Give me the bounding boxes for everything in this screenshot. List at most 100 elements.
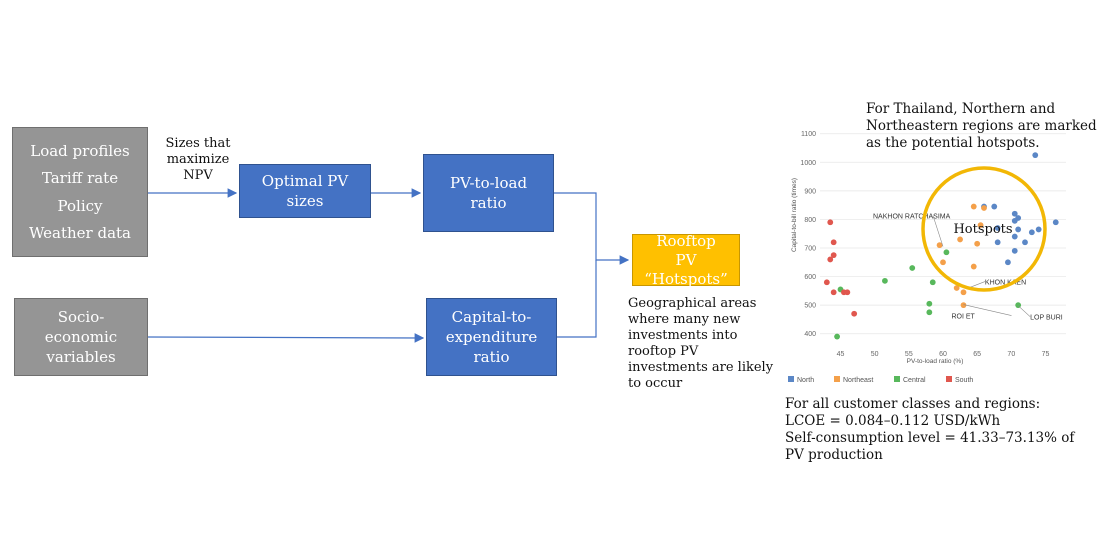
sizes-note: Sizes that maximize NPV <box>165 136 231 183</box>
y-tick-label: 400 <box>804 331 816 338</box>
annotation-leader <box>963 304 1012 316</box>
node-hotspots-label: Rooftop PV “Hotspots” <box>644 231 728 288</box>
x-tick-label: 70 <box>1007 351 1015 358</box>
data-point-north <box>1005 259 1011 266</box>
input-policy: Policy <box>57 196 103 215</box>
input-box-socio-economic: Socio-economic variables <box>14 298 148 376</box>
data-point-central <box>926 309 933 316</box>
annotation-label: ROI ET <box>952 314 976 321</box>
data-point-south <box>827 256 834 263</box>
summary-line-lcoe: LCOE = 0.084–0.112 USD/kWh <box>785 413 1001 429</box>
node-pv-to-load-ratio: PV-to-load ratio <box>423 154 554 232</box>
node-rooftop-pv-hotspots: Rooftop PV “Hotspots” <box>632 231 740 288</box>
data-point-northeast <box>977 222 984 229</box>
node-optimal-pv-sizes: Optimal PV sizes <box>239 164 371 218</box>
data-point-central <box>943 249 950 256</box>
annotation-label: NAKHON RATCHASIMA <box>873 214 951 221</box>
data-point-north <box>994 239 1001 246</box>
data-point-north <box>1011 233 1018 240</box>
y-tick-label: 500 <box>804 303 816 310</box>
chart-y-axis-label: Capital-to-bill ratio (times) <box>791 178 798 252</box>
data-point-central <box>929 279 936 286</box>
x-tick-label: 65 <box>973 351 981 358</box>
data-point-central <box>926 300 933 307</box>
data-point-south <box>830 252 837 259</box>
data-point-northeast <box>970 203 977 210</box>
data-point-south <box>827 219 834 226</box>
data-point-south <box>844 289 851 296</box>
data-point-south <box>851 310 858 317</box>
thailand-note: For Thailand, Northern and Northeastern … <box>866 101 1097 151</box>
legend-swatch <box>788 376 794 382</box>
arrow-pvload-to-hotspots <box>554 192 630 265</box>
input-weather-data: Weather data <box>28 224 132 243</box>
annotation-leader <box>1017 305 1031 317</box>
annotation-label: KHON KAEN <box>985 280 1026 287</box>
y-tick-label: 1000 <box>800 160 816 167</box>
data-point-northeast <box>974 240 981 247</box>
data-point-south <box>823 279 830 286</box>
input-box-primary: Load profiles Tariff rate Policy Weather… <box>12 127 148 257</box>
input-load-profiles: Load profiles <box>30 141 130 160</box>
node-capital-to-expenditure-label: Capital-to-expenditure ratio <box>445 308 538 366</box>
input-tariff-rate: Tariff rate <box>41 169 119 188</box>
chart-legend: North Northeast Central South <box>788 376 973 384</box>
annotation-leader <box>932 215 944 247</box>
x-tick-label: 60 <box>939 351 947 358</box>
data-point-north <box>1028 229 1035 236</box>
data-point-south <box>830 289 837 296</box>
summary-line-self-consumption: Self-consumption level = 41.33–73.13% of… <box>785 430 1075 463</box>
data-point-northeast <box>981 205 987 211</box>
legend-swatch <box>894 376 900 382</box>
data-point-northeast <box>936 242 943 249</box>
x-tick-label: 75 <box>1042 351 1050 358</box>
input-socio-economic: Socio-economic variables <box>44 308 118 366</box>
data-point-northeast <box>970 263 977 270</box>
legend-swatch <box>946 376 952 382</box>
annotation-label: LOP BURI <box>1030 315 1063 322</box>
arrow-socio-to-capital <box>147 333 425 343</box>
y-tick-label: 600 <box>804 274 816 281</box>
legend-label: Central <box>903 377 926 384</box>
y-tick-label: 1100 <box>801 131 816 138</box>
chart-x-axis-label: PV-to-load ratio (%) <box>907 358 964 365</box>
data-point-north <box>994 225 1001 231</box>
node-optimal-pv-label: Optimal PV sizes <box>261 172 349 210</box>
legend-label: North <box>797 377 814 384</box>
data-point-central <box>1015 302 1022 309</box>
data-point-north <box>1032 152 1039 159</box>
legend-label: Northeast <box>843 377 873 384</box>
x-tick-label: 45 <box>837 351 845 358</box>
y-tick-label: 700 <box>804 246 816 253</box>
data-point-north <box>1011 210 1018 217</box>
node-capital-to-expenditure: Capital-to-expenditure ratio <box>426 298 557 376</box>
data-point-northeast <box>960 289 967 296</box>
node-pv-to-load-label: PV-to-load ratio <box>449 174 528 212</box>
chart-grid <box>820 133 1066 335</box>
data-point-central <box>834 333 840 340</box>
data-point-northeast <box>953 285 960 291</box>
data-point-north <box>1011 247 1018 254</box>
data-point-north <box>1011 217 1018 224</box>
x-tick-label: 50 <box>871 351 879 358</box>
data-point-central <box>909 265 916 271</box>
hotspot-circle <box>921 166 1047 292</box>
arrow-capital-to-hotspots <box>557 260 597 338</box>
legend-swatch <box>834 376 840 382</box>
geographical-areas-note: Geographical areas where many new invest… <box>628 296 774 391</box>
summary-line-classes: For all customer classes and regions: <box>785 396 1041 412</box>
hotspot-label: Hotspots <box>953 222 1012 237</box>
data-point-northeast <box>957 236 963 243</box>
data-point-north <box>991 203 998 210</box>
data-point-northeast <box>960 302 967 309</box>
data-point-north <box>1052 219 1059 226</box>
data-point-northeast <box>940 259 946 266</box>
legend-label: South <box>955 377 973 384</box>
data-point-north <box>1022 239 1028 246</box>
data-point-north <box>1035 226 1042 233</box>
y-tick-label: 900 <box>804 188 816 195</box>
chart-annotations: NAKHON RATCHASIMA KHON KAEN ROI ET LOP BURI <box>873 214 1063 322</box>
y-tick-label: 800 <box>804 217 816 224</box>
